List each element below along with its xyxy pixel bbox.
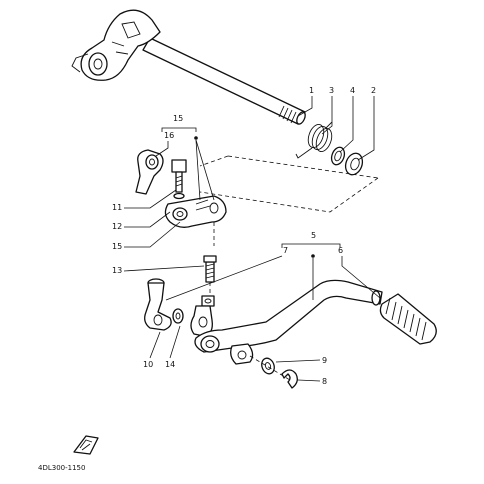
shift-pedal-assembly — [194, 279, 383, 365]
svg-text:5: 5 — [311, 231, 316, 240]
bolt — [171, 159, 187, 200]
diagram-code: 4DL300-1150 — [38, 464, 85, 472]
shift-arm — [164, 195, 227, 228]
nut — [201, 295, 215, 307]
callout-16: 16 — [155, 131, 215, 201]
callout-1: 1 — [297, 86, 314, 117]
svg-text:10: 10 — [143, 360, 153, 369]
svg-text:11: 11 — [112, 203, 122, 212]
svg-text:15: 15 — [173, 114, 183, 123]
callout-13: 13 — [112, 265, 205, 275]
svg-text:14: 14 — [165, 360, 175, 369]
callout-9: 9 — [275, 356, 327, 365]
shift-rod — [203, 255, 217, 296]
callout-2: 2 — [357, 86, 376, 161]
callout-15-top: 15 — [161, 114, 197, 132]
callout-12: 12 — [112, 211, 171, 231]
shift-shaft-head — [71, 9, 161, 81]
rod-end — [135, 149, 164, 195]
pedal-washer — [261, 357, 275, 375]
svg-text:4: 4 — [350, 86, 355, 95]
washer — [172, 308, 184, 324]
callout-6: 6 — [311, 246, 381, 300]
callout-3: 3 — [321, 86, 334, 135]
pedal-rubber — [379, 293, 437, 345]
callout-4: 4 — [339, 86, 355, 153]
svg-text:3: 3 — [329, 86, 334, 95]
callout-14: 14 — [165, 325, 181, 369]
svg-text:1: 1 — [309, 86, 314, 95]
shift-rod-joint — [144, 278, 172, 331]
svg-text:8: 8 — [322, 377, 327, 386]
svg-text:9: 9 — [322, 356, 327, 365]
svg-text:6: 6 — [338, 246, 343, 255]
svg-text:2: 2 — [371, 86, 376, 95]
oil-seal — [344, 152, 364, 176]
callout-8: 8 — [297, 377, 327, 386]
collar — [330, 146, 346, 166]
callout-15-side: 15 — [112, 221, 181, 251]
callout-11: 11 — [112, 189, 177, 212]
svg-text:13: 13 — [112, 266, 122, 275]
svg-text:16: 16 — [164, 131, 174, 140]
circlip — [281, 369, 298, 389]
manufacturer-logo-icon — [73, 435, 99, 455]
callout-5: 5 — [281, 231, 341, 248]
callout-7: 7 — [165, 246, 288, 301]
callout-10: 10 — [143, 331, 161, 369]
torsion-spring — [295, 121, 333, 159]
svg-text:12: 12 — [112, 222, 122, 231]
svg-text:15: 15 — [112, 242, 122, 251]
svg-text:7: 7 — [283, 246, 288, 255]
shift-shaft — [142, 37, 306, 125]
